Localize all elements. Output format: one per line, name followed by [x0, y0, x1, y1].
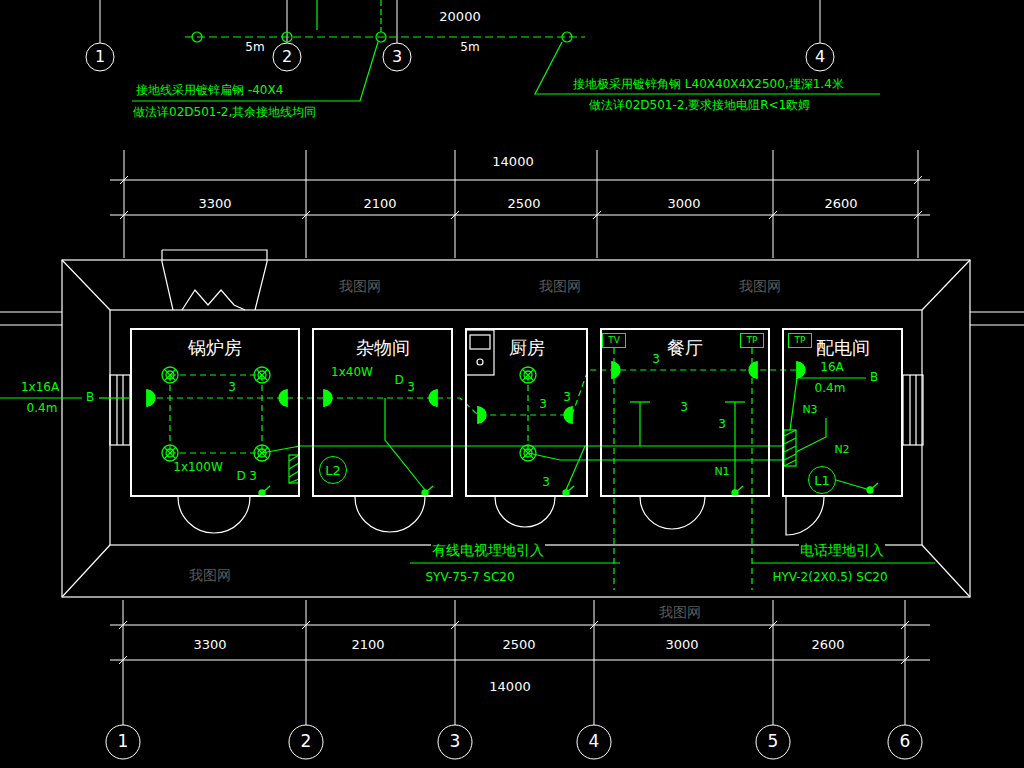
wire-count: 3: [538, 398, 548, 412]
dimension-value: 3300: [197, 197, 232, 212]
symbol-label: TP: [795, 336, 806, 345]
axis-number: 5: [767, 732, 780, 752]
axis-number: 1: [94, 48, 106, 66]
lamp-type: D: [235, 470, 246, 484]
dimension-value: 5m: [459, 41, 480, 55]
panel-callout: L2: [319, 456, 347, 484]
axis-number: 2: [300, 732, 313, 752]
axis-number: 6: [899, 732, 912, 752]
dimension-value: 2500: [506, 197, 541, 212]
axis-number: 3: [449, 732, 462, 752]
cable-spec: SYV-75-7 SC20: [424, 571, 515, 585]
watermark: 我图网: [738, 278, 782, 294]
watermark: 我图网: [538, 278, 582, 294]
note-text: 接地极采用镀锌角钢 L40X40X4X2500,埋深1.4米: [572, 78, 845, 92]
outlet-box: TP: [788, 333, 812, 348]
grounding-line: [132, 0, 880, 101]
outlet-box: TV: [602, 333, 626, 348]
cable-note: 有线电视埋地引入: [431, 542, 545, 558]
cable-note: 电话埋地引入: [799, 542, 885, 558]
dimension-value: 2600: [810, 638, 845, 653]
wire-count: 3: [562, 391, 572, 405]
axis-number: 4: [814, 48, 826, 66]
circuit-number: N2: [833, 444, 850, 457]
axis-number: 4: [588, 732, 601, 752]
room-name: 厨房: [467, 330, 586, 359]
watermark: 我图网: [338, 278, 382, 294]
dimension-value: 2100: [362, 197, 397, 212]
dimension-value: 2500: [501, 638, 536, 653]
room-outline: 配电间TPL1: [782, 328, 903, 497]
dimension-value: 3000: [666, 197, 701, 212]
panel-callout: L1: [808, 466, 836, 494]
note-text: 接地线采用镀锌扁钢 -40X4: [135, 84, 284, 98]
symbol-label: L1: [814, 474, 830, 487]
wire-count: 3: [679, 401, 689, 415]
lamp-rating: 1x100W: [172, 461, 224, 475]
dimension-value: 5m: [244, 41, 265, 55]
dimension-value: 3300: [192, 638, 227, 653]
cable-spec: HYV-2(2X0.5) SC20: [771, 571, 888, 585]
watermark: 我图网: [188, 567, 232, 583]
room-name: 锅炉房: [132, 330, 298, 359]
wire-count: 3: [541, 476, 551, 490]
circuit-rating: 16A: [819, 361, 844, 375]
dimension-value: 14000: [488, 680, 531, 695]
circuit-number: N1: [713, 466, 730, 479]
note-text: 做法详02D501-2,其余接地线均同: [132, 106, 317, 120]
lighting-wiring: [0, 348, 935, 590]
wire-count: 3: [651, 353, 661, 367]
building-outline: [0, 250, 1024, 597]
symbol-label: TV: [608, 336, 620, 345]
room-name: 杂物间: [314, 330, 451, 359]
circuit-tag: B: [869, 371, 879, 385]
room-name: 餐厅: [602, 330, 768, 359]
axis-number: 2: [281, 48, 293, 66]
mounting-height: 0.4m: [26, 402, 59, 416]
circuit-number: N3: [801, 404, 818, 417]
room-outline: 杂物间 L2: [312, 328, 453, 497]
note-text: 做法详02D501-2,要求接地电阻R<1欧姆: [588, 99, 811, 113]
axis-number: 3: [391, 48, 403, 66]
mounting-height: 0.4m: [814, 382, 847, 396]
lamp-rating: 1x40W: [330, 366, 374, 380]
dimension-value: 3000: [664, 638, 699, 653]
circuit-tag: B: [85, 391, 95, 405]
circuit-rating: 1x16A: [20, 381, 60, 395]
dimension-value: 2600: [823, 197, 858, 212]
dimension-value: 20000: [438, 10, 481, 25]
wire-count: 3: [248, 470, 258, 484]
symbol-label: TP: [747, 336, 758, 345]
axis-grid: [86, 0, 834, 71]
dimension-lines: [110, 150, 930, 258]
outlet-box: TP: [740, 333, 764, 348]
symbol-label: L2: [325, 464, 341, 477]
room-outline: 厨房: [465, 328, 588, 497]
watermark: 我图网: [658, 604, 702, 620]
lamp-type: D: [393, 374, 404, 388]
dimension-lines: [106, 600, 930, 759]
dimension-value: 2100: [350, 638, 385, 653]
dimension-value: 14000: [491, 155, 534, 170]
axis-number: 1: [117, 732, 130, 752]
wire-count: 3: [227, 381, 237, 395]
wire-count: 3: [717, 418, 727, 432]
wire-count: 3: [406, 381, 416, 395]
